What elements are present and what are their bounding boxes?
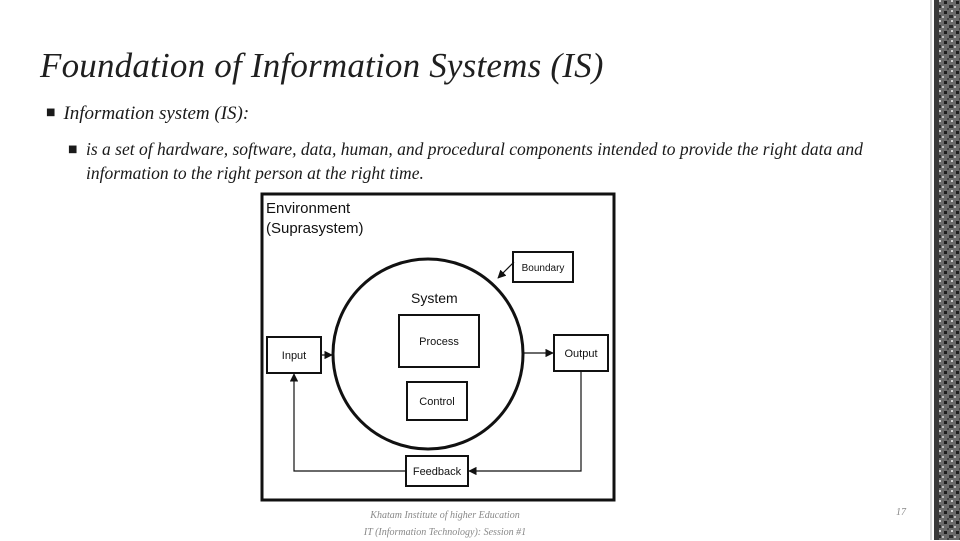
input-label: Input xyxy=(282,350,306,362)
control-box xyxy=(406,381,468,421)
bullet-level2-text: is a set of hardware, software, data, hu… xyxy=(86,139,863,183)
feedback-box xyxy=(405,455,469,487)
suprasystem-label: (Suprasystem) xyxy=(266,220,364,237)
system-diagram: Environment (Suprasystem) System Process… xyxy=(260,192,616,502)
square-bullet-icon: ■ xyxy=(68,144,78,155)
control-label: Control xyxy=(419,396,454,408)
slide-title: Foundation of Information Systems (IS) xyxy=(40,46,604,85)
decorative-right-border xyxy=(930,0,960,540)
feedback-label: Feedback xyxy=(413,466,462,478)
environment-label: Environment xyxy=(266,200,351,217)
system-label: System xyxy=(411,290,458,306)
boundary-pointer-arrow xyxy=(497,261,515,279)
bullet-level1: ■ Information system (IS): xyxy=(46,103,249,125)
output-label: Output xyxy=(564,348,597,360)
footer-institution: Khatam Institute of higher Education xyxy=(370,510,520,521)
output-box xyxy=(553,334,609,372)
process-box xyxy=(398,314,480,368)
boundary-box xyxy=(512,251,574,283)
footer-course: IT (Information Technology): Session #1 xyxy=(363,527,527,538)
slide-footer: Khatam Institute of higher Education IT … xyxy=(330,507,560,541)
square-bullet-icon: ■ xyxy=(46,107,56,119)
page-number: 17 xyxy=(896,507,906,518)
process-label: Process xyxy=(419,336,459,348)
feedback-to-input-arrow xyxy=(289,373,406,472)
bullet-level2: ■ is a set of hardware, software, data, … xyxy=(68,137,898,185)
output-to-feedback-arrow xyxy=(468,371,582,476)
bullet-level1-text: Information system (IS): xyxy=(63,103,250,124)
boundary-label: Boundary xyxy=(522,263,565,274)
